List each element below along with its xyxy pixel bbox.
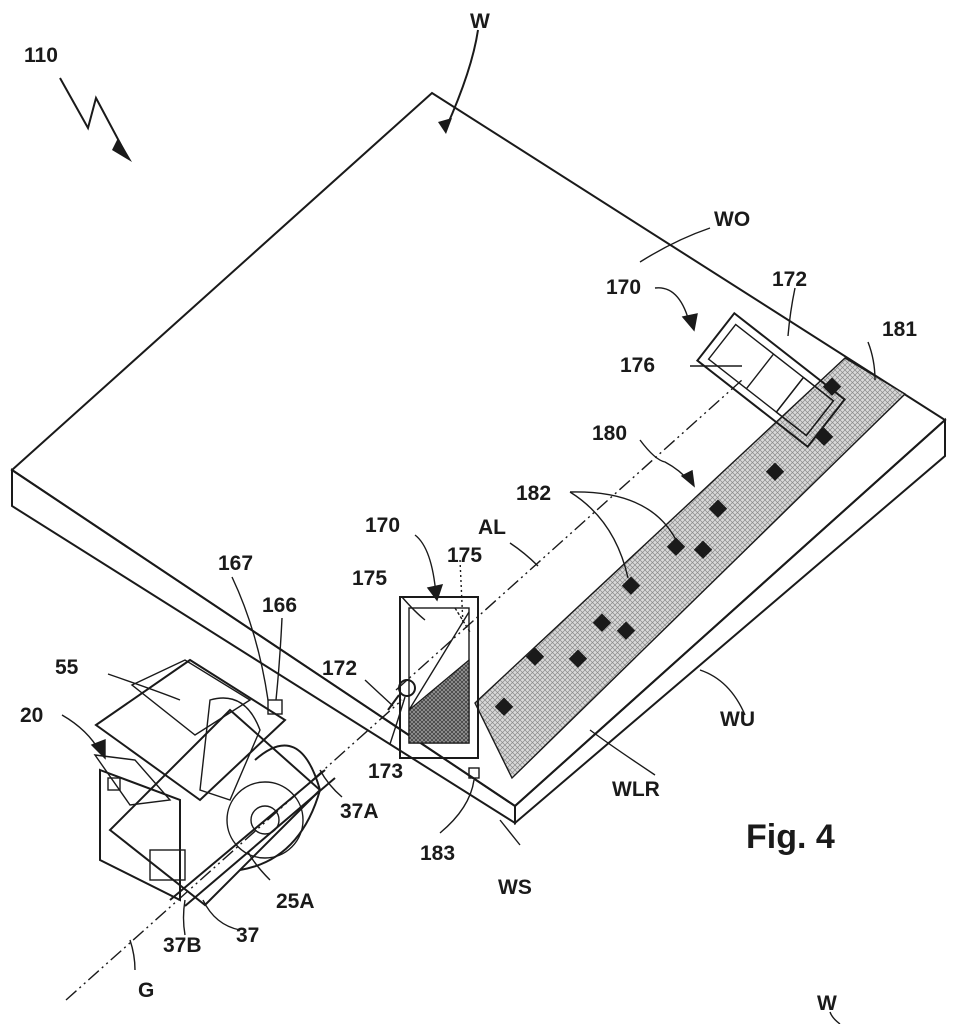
marker-point (822, 377, 842, 396)
sensor-172-lower (387, 694, 400, 711)
label-176: 176 (620, 354, 655, 377)
label-166: 166 (262, 594, 297, 617)
arrowhead (112, 138, 132, 162)
marker-point (525, 647, 545, 666)
label-37A: 37A (340, 800, 379, 823)
marker-point (592, 613, 612, 632)
label-G: G (138, 979, 154, 1002)
label-WO: WO (714, 208, 750, 231)
label-170-lower: 170 (365, 514, 400, 537)
label-110: 110 (24, 44, 58, 67)
label-W: W (470, 10, 490, 33)
sensor-166 (267, 699, 283, 715)
sensor-173 (398, 679, 416, 697)
marker-point (616, 621, 636, 640)
marker-points (494, 377, 842, 716)
label-AL: AL (478, 516, 506, 539)
label-WU: WU (720, 708, 755, 731)
marker-point (621, 576, 641, 595)
zigzag-arrow-110 (59, 77, 129, 159)
workpiece-front-side (11, 468, 516, 825)
label-183: 183 (420, 842, 455, 865)
guide-line-G (65, 699, 403, 1001)
label-181: 181 (882, 318, 917, 341)
label-173: 173 (368, 760, 403, 783)
reference-labels: 110 W WO 170 172 181 176 180 182 170 AL … (20, 10, 917, 1015)
saw-blade-25A (226, 781, 304, 859)
marking-strip (474, 357, 907, 780)
tool-button (107, 777, 121, 791)
label-37B: 37B (163, 934, 202, 957)
label-180: 180 (592, 422, 627, 445)
label-182: 182 (516, 482, 551, 505)
arrowhead (438, 118, 452, 134)
label-55: 55 (55, 656, 79, 679)
label-W-bottom: W (817, 992, 837, 1015)
marker-point (693, 540, 713, 559)
label-WS: WS (498, 876, 532, 899)
figure-caption: Fig. 4 (746, 818, 835, 856)
reference-mark-183 (468, 767, 480, 779)
display-170-upper (695, 311, 847, 449)
label-167: 167 (218, 552, 253, 575)
label-37: 37 (236, 924, 259, 947)
marker-point (708, 499, 728, 518)
power-tool-20 (93, 658, 336, 907)
label-172-upper: 172 (772, 268, 807, 291)
display-170-lower (399, 596, 479, 759)
marker-point (568, 649, 588, 668)
marker-point (666, 537, 686, 556)
label-WLR: WLR (612, 778, 660, 801)
arrow-W (445, 29, 479, 129)
marker-point (494, 697, 514, 716)
label-172-lower: 172 (322, 657, 357, 680)
marker-point (765, 462, 785, 481)
tool-display-55 (130, 659, 252, 736)
label-175-right: 175 (447, 544, 482, 567)
label-175-left: 175 (352, 567, 387, 590)
label-20: 20 (20, 704, 43, 727)
label-170-upper: 170 (606, 276, 641, 299)
label-25A: 25A (276, 890, 315, 913)
leader-lines (61, 227, 876, 1024)
